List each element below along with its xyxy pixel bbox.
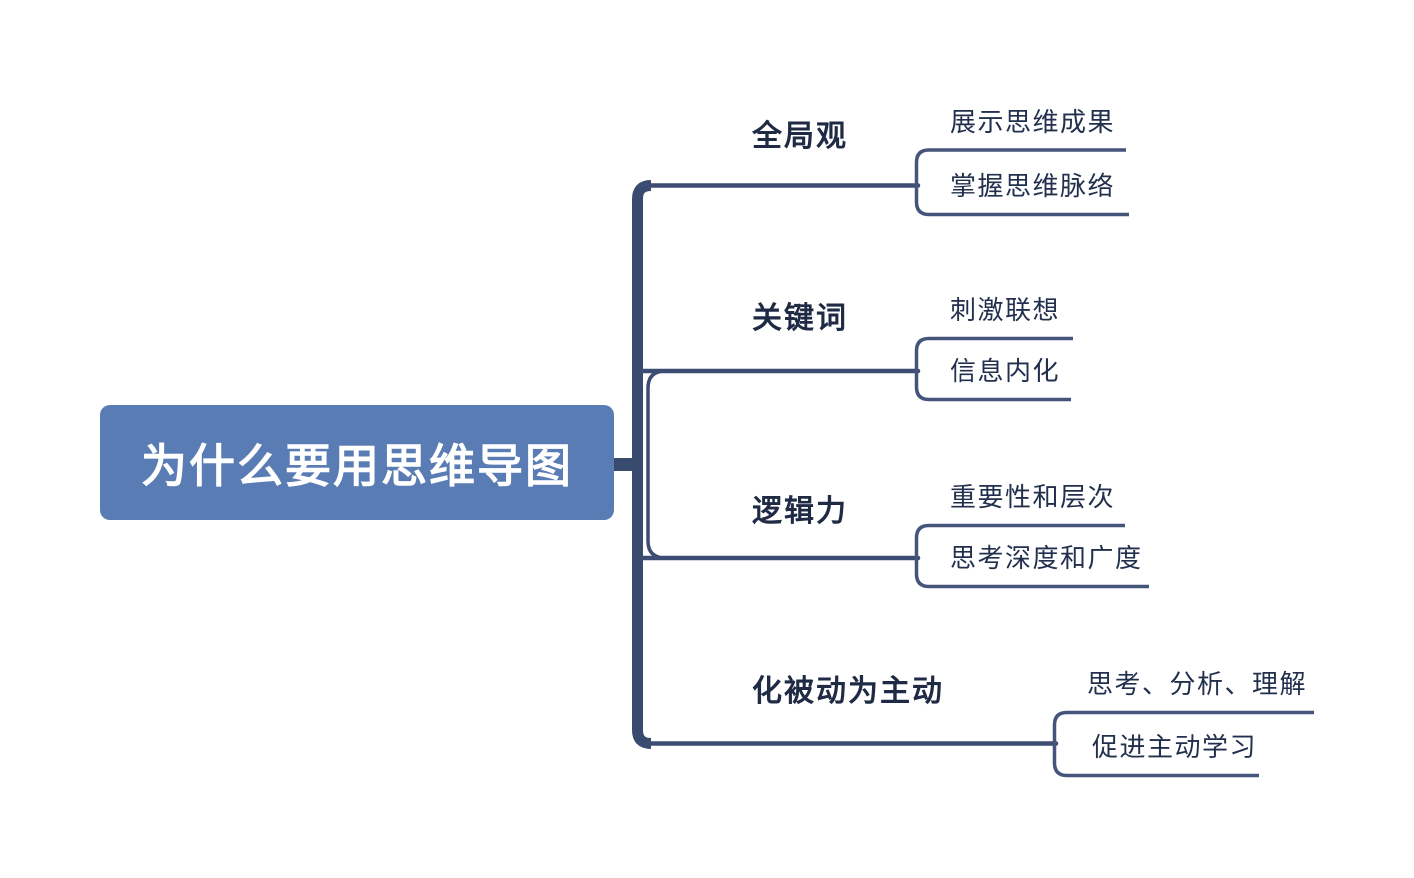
sub-topic-3-2[interactable]: 思考深度和广度 <box>950 543 1143 573</box>
sub-topic-1-2[interactable]: 掌握思维脉络 <box>950 171 1116 201</box>
branch-topic-2[interactable]: 关键词 <box>752 302 848 335</box>
bracket-underline-3 <box>914 523 1149 589</box>
branch-topic-3[interactable]: 逻辑力 <box>752 495 848 528</box>
central-topic-title: 为什么要用思维导图 <box>141 439 573 492</box>
branch-topic-1[interactable]: 全局观 <box>752 120 848 153</box>
middle-connector-line <box>646 369 665 560</box>
sub-topic-2-2[interactable]: 信息内化 <box>950 356 1061 386</box>
sub-topic-4-1[interactable]: 思考、分析、理解 <box>1087 669 1308 699</box>
bracket-underline-2 <box>914 336 1073 402</box>
sub-topic-1-1[interactable]: 展示思维成果 <box>950 107 1116 137</box>
central-topic[interactable]: 为什么要用思维导图 <box>100 405 614 520</box>
bracket-underline-1 <box>914 148 1129 217</box>
sub-topic-2-1[interactable]: 刺激联想 <box>950 295 1061 325</box>
sub-topic-4-2[interactable]: 促进主动学习 <box>1092 732 1258 762</box>
sub-topic-3-1[interactable]: 重要性和层次 <box>950 482 1116 512</box>
bracket-underline-4 <box>1052 710 1314 778</box>
branch-topic-4[interactable]: 化被动为主动 <box>752 675 944 708</box>
